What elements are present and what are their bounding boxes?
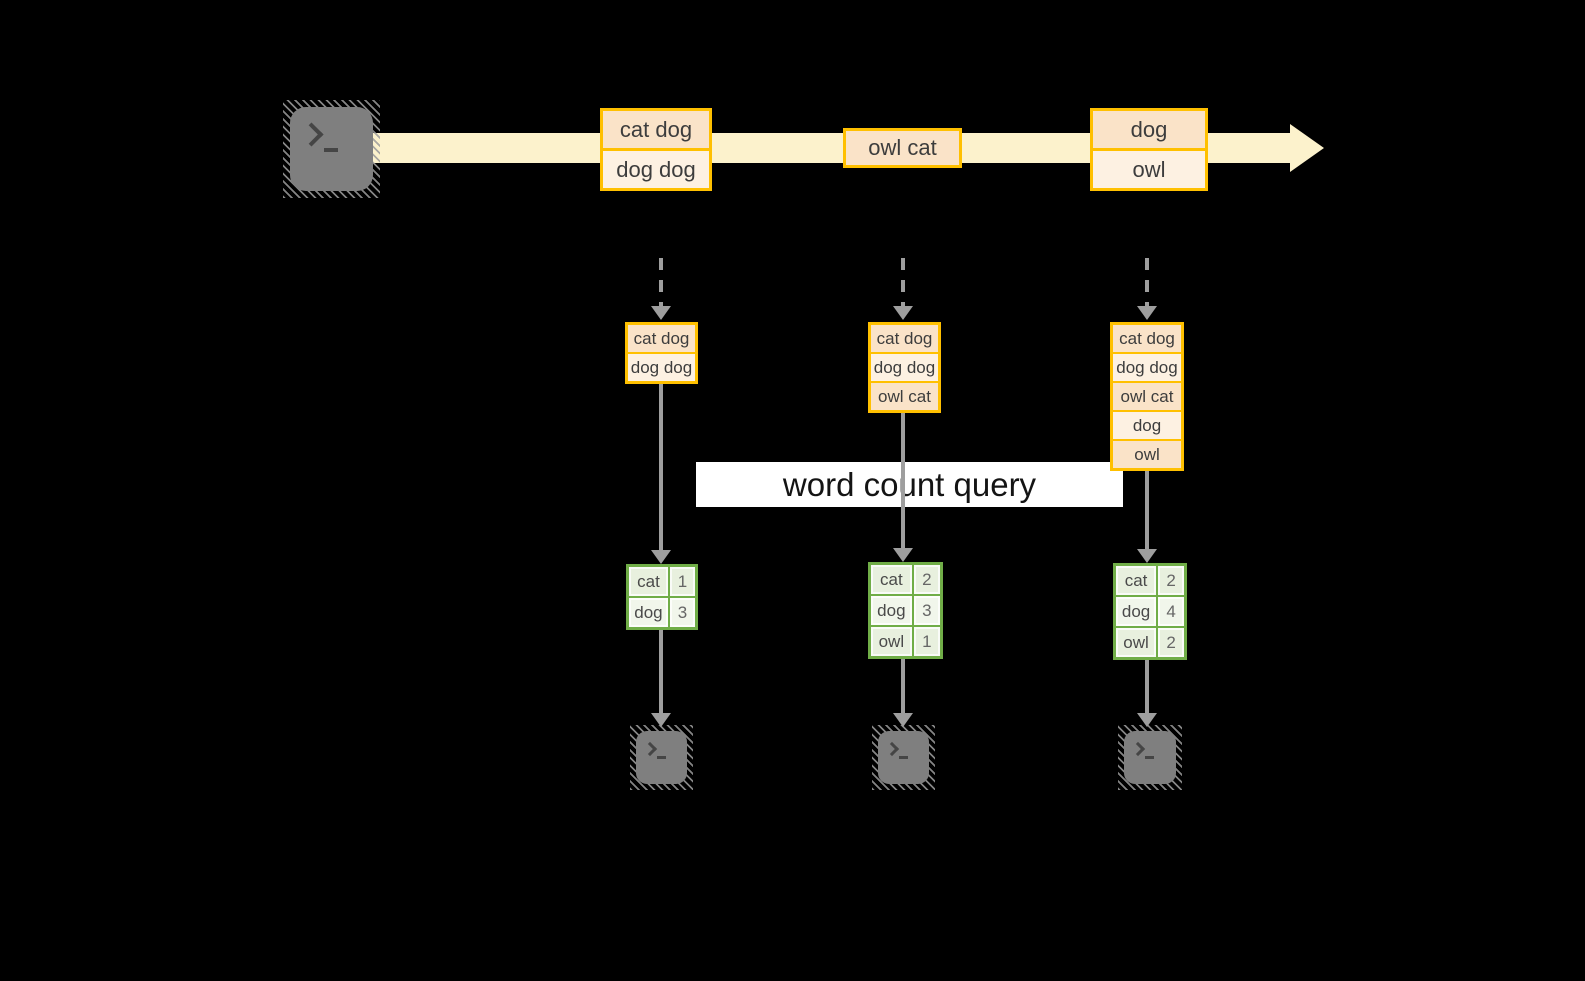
count-cell: 4 xyxy=(1156,597,1184,626)
batch-input-arrow-2-arrowhead-icon xyxy=(893,306,913,320)
word-cell: cat xyxy=(629,567,668,596)
terminal-prompt-chevron-icon xyxy=(1130,741,1146,757)
word-cell: owl xyxy=(1116,628,1157,657)
terminal-prompt-sink-icon xyxy=(630,725,693,790)
sink-arrow-3-arrowhead-icon xyxy=(1137,713,1157,727)
count-cell: 2 xyxy=(1156,628,1184,657)
word-cell: dog xyxy=(871,596,912,625)
sink-arrow-3 xyxy=(1145,660,1149,714)
batch-line: cat dog xyxy=(1113,325,1181,352)
terminal-prompt-sink-icon xyxy=(1118,725,1182,790)
query-arrow-1 xyxy=(659,384,663,551)
query-arrow-3 xyxy=(1145,471,1149,550)
batch-line: cat dog xyxy=(871,325,938,352)
stream-record-line: dog xyxy=(1093,111,1205,148)
terminal-prompt-underscore-icon xyxy=(899,756,908,759)
sink-arrow-1 xyxy=(659,630,663,714)
word-cell: dog xyxy=(629,598,668,627)
batch-line: dog dog xyxy=(628,352,695,381)
terminal-prompt-source-icon xyxy=(283,100,380,198)
batch-input-arrow-3-arrowhead-icon xyxy=(1137,306,1157,320)
terminal-prompt-sink-icon xyxy=(872,725,935,790)
query-arrow-2 xyxy=(901,413,905,549)
batch-line: owl cat xyxy=(1113,381,1181,410)
terminal-prompt-underscore-icon xyxy=(657,756,666,759)
stream-record-2: owl cat xyxy=(843,128,962,168)
terminal-prompt-chevron-icon xyxy=(884,741,900,757)
terminal-body xyxy=(878,731,929,784)
count-cell: 3 xyxy=(911,596,940,625)
stream-record-line: owl cat xyxy=(846,131,959,165)
terminal-body xyxy=(636,731,687,784)
count-cell: 1 xyxy=(911,627,940,656)
query-banner-label: word count query xyxy=(782,465,1037,503)
word-cell: owl xyxy=(871,627,912,656)
word-cell: cat xyxy=(1116,566,1157,595)
query-banner: word count query xyxy=(696,462,1123,507)
batch-input-arrow-1-arrowhead-icon xyxy=(651,306,671,320)
batch-input-arrow-1 xyxy=(659,258,663,307)
query-arrow-1-arrowhead-icon xyxy=(651,550,671,564)
stream-record-line: owl xyxy=(1093,148,1205,188)
batch-input-arrow-2 xyxy=(901,258,905,307)
terminal-body xyxy=(1124,731,1176,784)
sink-arrow-2 xyxy=(901,659,905,714)
query-arrow-2-arrowhead-icon xyxy=(893,548,913,562)
stream-record-line: cat dog xyxy=(603,111,709,148)
query-arrow-3-arrowhead-icon xyxy=(1137,549,1157,563)
sink-arrow-1-arrowhead-icon xyxy=(651,713,671,727)
count-cell: 2 xyxy=(911,565,940,594)
stream-record-line: dog dog xyxy=(603,148,709,188)
terminal-prompt-chevron-icon xyxy=(299,122,324,147)
batch-input-arrow-3 xyxy=(1145,258,1149,307)
count-cell: 3 xyxy=(667,598,695,627)
sink-arrow-2-arrowhead-icon xyxy=(893,713,913,727)
word-cell: cat xyxy=(871,565,912,594)
word-cell: dog xyxy=(1116,597,1157,626)
terminal-prompt-underscore-icon xyxy=(324,148,338,152)
count-cell: 2 xyxy=(1156,566,1184,595)
count-cell: 1 xyxy=(667,567,695,596)
batch-line: dog dog xyxy=(871,352,938,381)
batch-line: dog dog xyxy=(1113,352,1181,381)
batch-line: cat dog xyxy=(628,325,695,352)
batch-line: owl cat xyxy=(871,381,938,410)
terminal-body xyxy=(290,107,373,191)
stream-arrowhead-icon xyxy=(1290,124,1324,172)
terminal-prompt-underscore-icon xyxy=(1145,756,1154,759)
terminal-prompt-chevron-icon xyxy=(642,741,658,757)
batch-line: owl xyxy=(1113,439,1181,468)
batch-line: dog xyxy=(1113,410,1181,439)
